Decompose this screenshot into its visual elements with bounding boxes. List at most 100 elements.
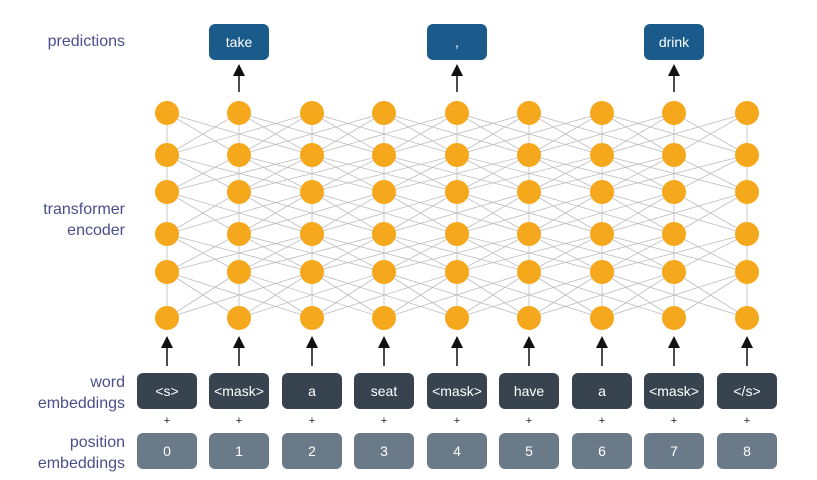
encoder-edge bbox=[238, 233, 313, 273]
encoder-node bbox=[735, 143, 759, 167]
encoder-edge bbox=[166, 233, 240, 273]
encoder-node bbox=[155, 222, 179, 246]
encoder-node bbox=[662, 222, 686, 246]
encoder-edge bbox=[311, 271, 458, 319]
word-embedding-box: seat bbox=[354, 373, 414, 409]
encoder-edge bbox=[383, 271, 530, 319]
encoder-edge bbox=[528, 112, 675, 156]
encoder-node bbox=[155, 260, 179, 284]
encoder-edge bbox=[673, 271, 748, 319]
encoder-node bbox=[590, 143, 614, 167]
word-embedding-box: a bbox=[572, 373, 632, 409]
encoder-edge bbox=[456, 112, 603, 156]
encoder-node bbox=[227, 222, 251, 246]
plus-sign: + bbox=[598, 415, 606, 427]
encoder-node bbox=[445, 101, 469, 125]
encoder-node bbox=[590, 101, 614, 125]
encoder-node bbox=[662, 101, 686, 125]
plus-sign: + bbox=[743, 415, 751, 427]
word-embedding-box: <mask> bbox=[427, 373, 487, 409]
encoder-edge bbox=[528, 271, 675, 319]
encoder-edge bbox=[456, 271, 530, 319]
encoder-node bbox=[517, 306, 541, 330]
encoder-node bbox=[662, 306, 686, 330]
encoder-edge bbox=[166, 112, 313, 156]
encoder-edge bbox=[383, 112, 458, 156]
encoder-edges bbox=[166, 112, 748, 319]
encoder-edge bbox=[601, 233, 748, 273]
encoder-edge bbox=[238, 112, 385, 156]
encoder-node bbox=[227, 101, 251, 125]
encoder-edge bbox=[238, 271, 385, 319]
encoder-node bbox=[445, 180, 469, 204]
encoder-node bbox=[372, 180, 396, 204]
encoder-node bbox=[227, 143, 251, 167]
encoder-node bbox=[590, 306, 614, 330]
encoder-edge bbox=[311, 191, 385, 235]
encoder-edge bbox=[166, 112, 240, 156]
encoder-node bbox=[155, 143, 179, 167]
encoder-node bbox=[155, 180, 179, 204]
encoder-node bbox=[517, 180, 541, 204]
encoder-node bbox=[517, 260, 541, 284]
encoder-edge bbox=[383, 191, 530, 235]
encoder-node bbox=[300, 101, 324, 125]
word-embedding-box: <s> bbox=[137, 373, 197, 409]
encoder-node bbox=[300, 260, 324, 284]
encoder-node bbox=[662, 260, 686, 284]
encoder-edge bbox=[456, 233, 603, 273]
encoder-edge bbox=[383, 271, 458, 319]
encoder-node bbox=[590, 260, 614, 284]
encoder-edge bbox=[528, 154, 675, 193]
encoder-edge bbox=[456, 191, 603, 235]
encoder-node bbox=[155, 306, 179, 330]
encoder-edge bbox=[528, 112, 603, 156]
encoder-edge bbox=[238, 271, 313, 319]
encoder-edge bbox=[456, 271, 603, 319]
encoder-edge bbox=[166, 271, 240, 319]
encoder-edge bbox=[166, 154, 240, 193]
position-embedding-box: 6 bbox=[572, 433, 632, 469]
encoder-node bbox=[227, 180, 251, 204]
encoder-edge bbox=[311, 233, 385, 273]
encoder-node bbox=[517, 101, 541, 125]
encoder-node bbox=[735, 222, 759, 246]
encoder-edge bbox=[383, 154, 458, 193]
position-embedding-box: 2 bbox=[282, 433, 342, 469]
plus-sign: + bbox=[380, 415, 388, 427]
predictions-label: predictions bbox=[47, 33, 125, 50]
encoder-edge bbox=[673, 191, 748, 235]
word-embedding-box: </s> bbox=[717, 373, 777, 409]
encoder-node bbox=[372, 101, 396, 125]
encoder-edge bbox=[311, 233, 458, 273]
encoder-node bbox=[735, 101, 759, 125]
position-embedding-box: 0 bbox=[137, 433, 197, 469]
encoder-edge bbox=[673, 112, 748, 156]
plus-sign: + bbox=[525, 415, 533, 427]
plus-sign: + bbox=[163, 415, 171, 427]
position-embedding-box: 7 bbox=[644, 433, 704, 469]
encoder-node bbox=[445, 306, 469, 330]
encoder-edge bbox=[601, 233, 675, 273]
word-embedding-box: have bbox=[499, 373, 559, 409]
encoder-edge bbox=[673, 233, 748, 273]
encoder-node bbox=[155, 101, 179, 125]
encoder-edge bbox=[166, 271, 313, 319]
prediction-box: drink bbox=[644, 24, 704, 60]
encoder-node bbox=[735, 260, 759, 284]
encoder-edge bbox=[601, 154, 748, 193]
position-embedding-box: 4 bbox=[427, 433, 487, 469]
encoder-edge bbox=[456, 233, 530, 273]
encoder-node bbox=[372, 306, 396, 330]
plus-sign: + bbox=[308, 415, 316, 427]
plus-sign: + bbox=[670, 415, 678, 427]
encoder-node bbox=[517, 222, 541, 246]
encoder-edge bbox=[528, 154, 603, 193]
encoder-edge bbox=[456, 154, 530, 193]
encoder-edge bbox=[238, 154, 385, 193]
prediction-box: , bbox=[427, 24, 487, 60]
encoder-node bbox=[300, 222, 324, 246]
encoder-edge bbox=[601, 191, 748, 235]
